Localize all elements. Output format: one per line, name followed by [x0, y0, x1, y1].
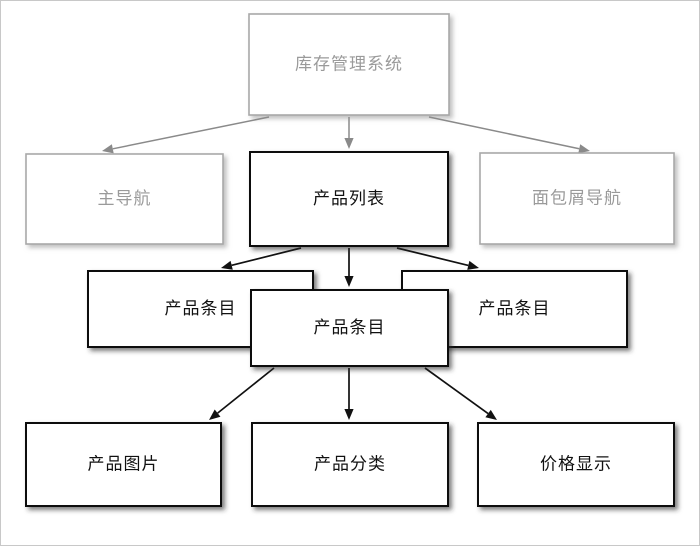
arrowhead-icon: [209, 409, 221, 420]
node-label: 产品图片: [88, 454, 160, 473]
edge-item-to-product-image: [209, 367, 275, 420]
node-label: 产品分类: [314, 454, 386, 473]
arrowhead-icon: [102, 144, 114, 154]
node-label: 价格显示: [540, 454, 612, 473]
arrowhead-icon: [485, 409, 497, 420]
edges-layer: [102, 116, 590, 420]
node-label: 主导航: [98, 189, 152, 208]
arrowhead-icon: [578, 144, 590, 154]
edge-line: [112, 116, 270, 150]
edge-list-to-item-left: [221, 247, 302, 270]
node-label: 产品条目: [479, 299, 551, 318]
edge-list-to-item-center: [344, 248, 354, 287]
node-box[interactable]: [249, 151, 449, 247]
arrowhead-icon: [467, 260, 479, 270]
edge-system-to-product-list: [344, 117, 354, 149]
node-box[interactable]: [25, 422, 222, 507]
node-product-list[interactable]: 产品列表: [249, 151, 449, 247]
arrowhead-icon: [344, 409, 354, 420]
arrowhead-icon: [221, 260, 233, 270]
edge-line: [231, 247, 302, 267]
edge-line: [217, 367, 275, 414]
node-box[interactable]: [248, 13, 450, 116]
node-label: 库存管理系统: [295, 54, 403, 73]
node-label: 产品列表: [313, 189, 385, 208]
edge-line: [428, 116, 580, 150]
node-label: 产品条目: [165, 299, 237, 318]
node-box[interactable]: [251, 422, 449, 507]
nodes-layer: 库存管理系统主导航产品列表面包屑导航产品条目产品条目产品条目产品图片产品分类价格…: [25, 13, 675, 507]
node-system[interactable]: 库存管理系统: [248, 13, 450, 116]
edge-line: [424, 367, 489, 415]
arrowhead-icon: [344, 276, 354, 287]
node-box[interactable]: [250, 289, 449, 367]
node-breadcrumb[interactable]: 面包屑导航: [479, 152, 675, 245]
edge-item-to-product-category: [344, 368, 354, 420]
node-box[interactable]: [25, 153, 224, 245]
edge-line: [396, 247, 469, 267]
node-main-nav[interactable]: 主导航: [25, 153, 224, 245]
edge-system-to-breadcrumb: [428, 116, 590, 154]
node-label: 产品条目: [314, 318, 386, 337]
node-box[interactable]: [479, 152, 675, 245]
edge-system-to-main-nav: [102, 116, 270, 154]
edge-item-to-price-display: [424, 367, 497, 420]
arrowhead-icon: [344, 138, 354, 149]
node-product-cat[interactable]: 产品分类: [251, 422, 449, 507]
edge-list-to-item-right: [396, 247, 479, 270]
node-price-display[interactable]: 价格显示: [477, 422, 675, 507]
node-item-center[interactable]: 产品条目: [250, 289, 449, 367]
node-label: 面包屑导航: [532, 188, 622, 207]
node-product-image[interactable]: 产品图片: [25, 422, 222, 507]
node-box[interactable]: [477, 422, 675, 507]
